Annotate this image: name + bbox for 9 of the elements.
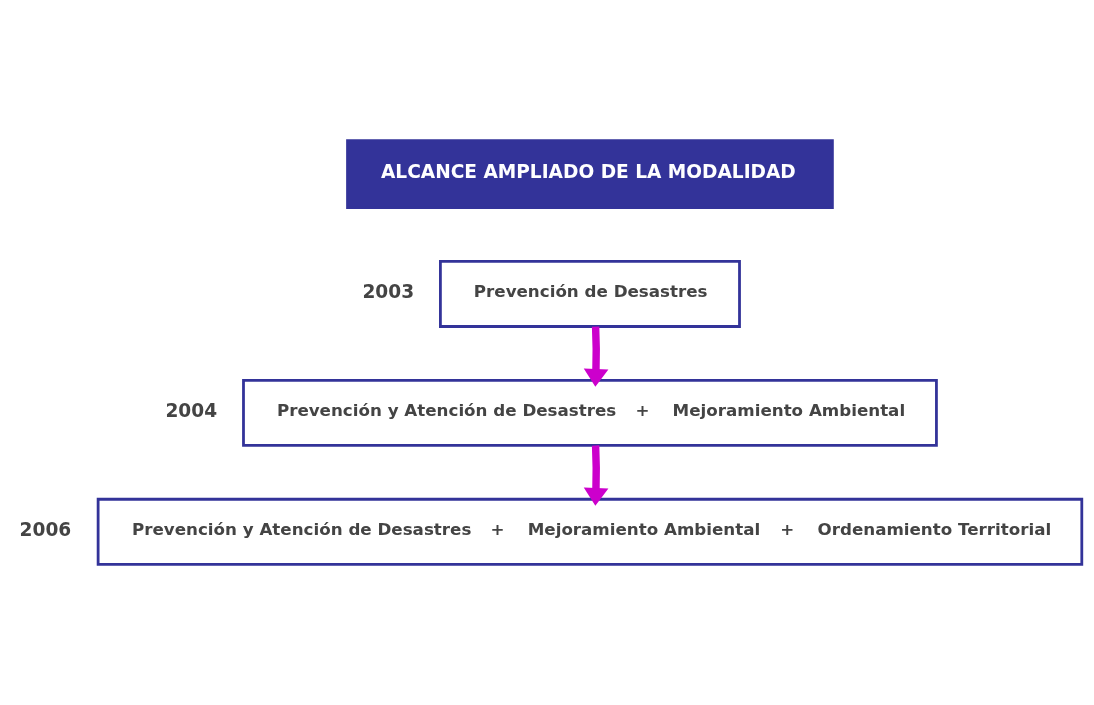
node-box: Prevención y Atención de Desastres + Mejoramiento Ambiental — [242, 378, 938, 447]
arrow — [583, 326, 609, 387]
node-box: Prevención y Atención de Desastres + Mejoramiento Ambiental + Ordenamiento Territorial — [96, 497, 1084, 566]
node-label: 2004 — [165, 399, 218, 421]
node-box: Prevención de Desastres — [439, 260, 741, 328]
node-label: 2006 — [19, 518, 72, 540]
node-label: 2003 — [362, 280, 415, 302]
arrow — [583, 445, 609, 506]
node-box: ALCANCE AMPLIADO DE LA MODALIDAD — [346, 139, 834, 209]
